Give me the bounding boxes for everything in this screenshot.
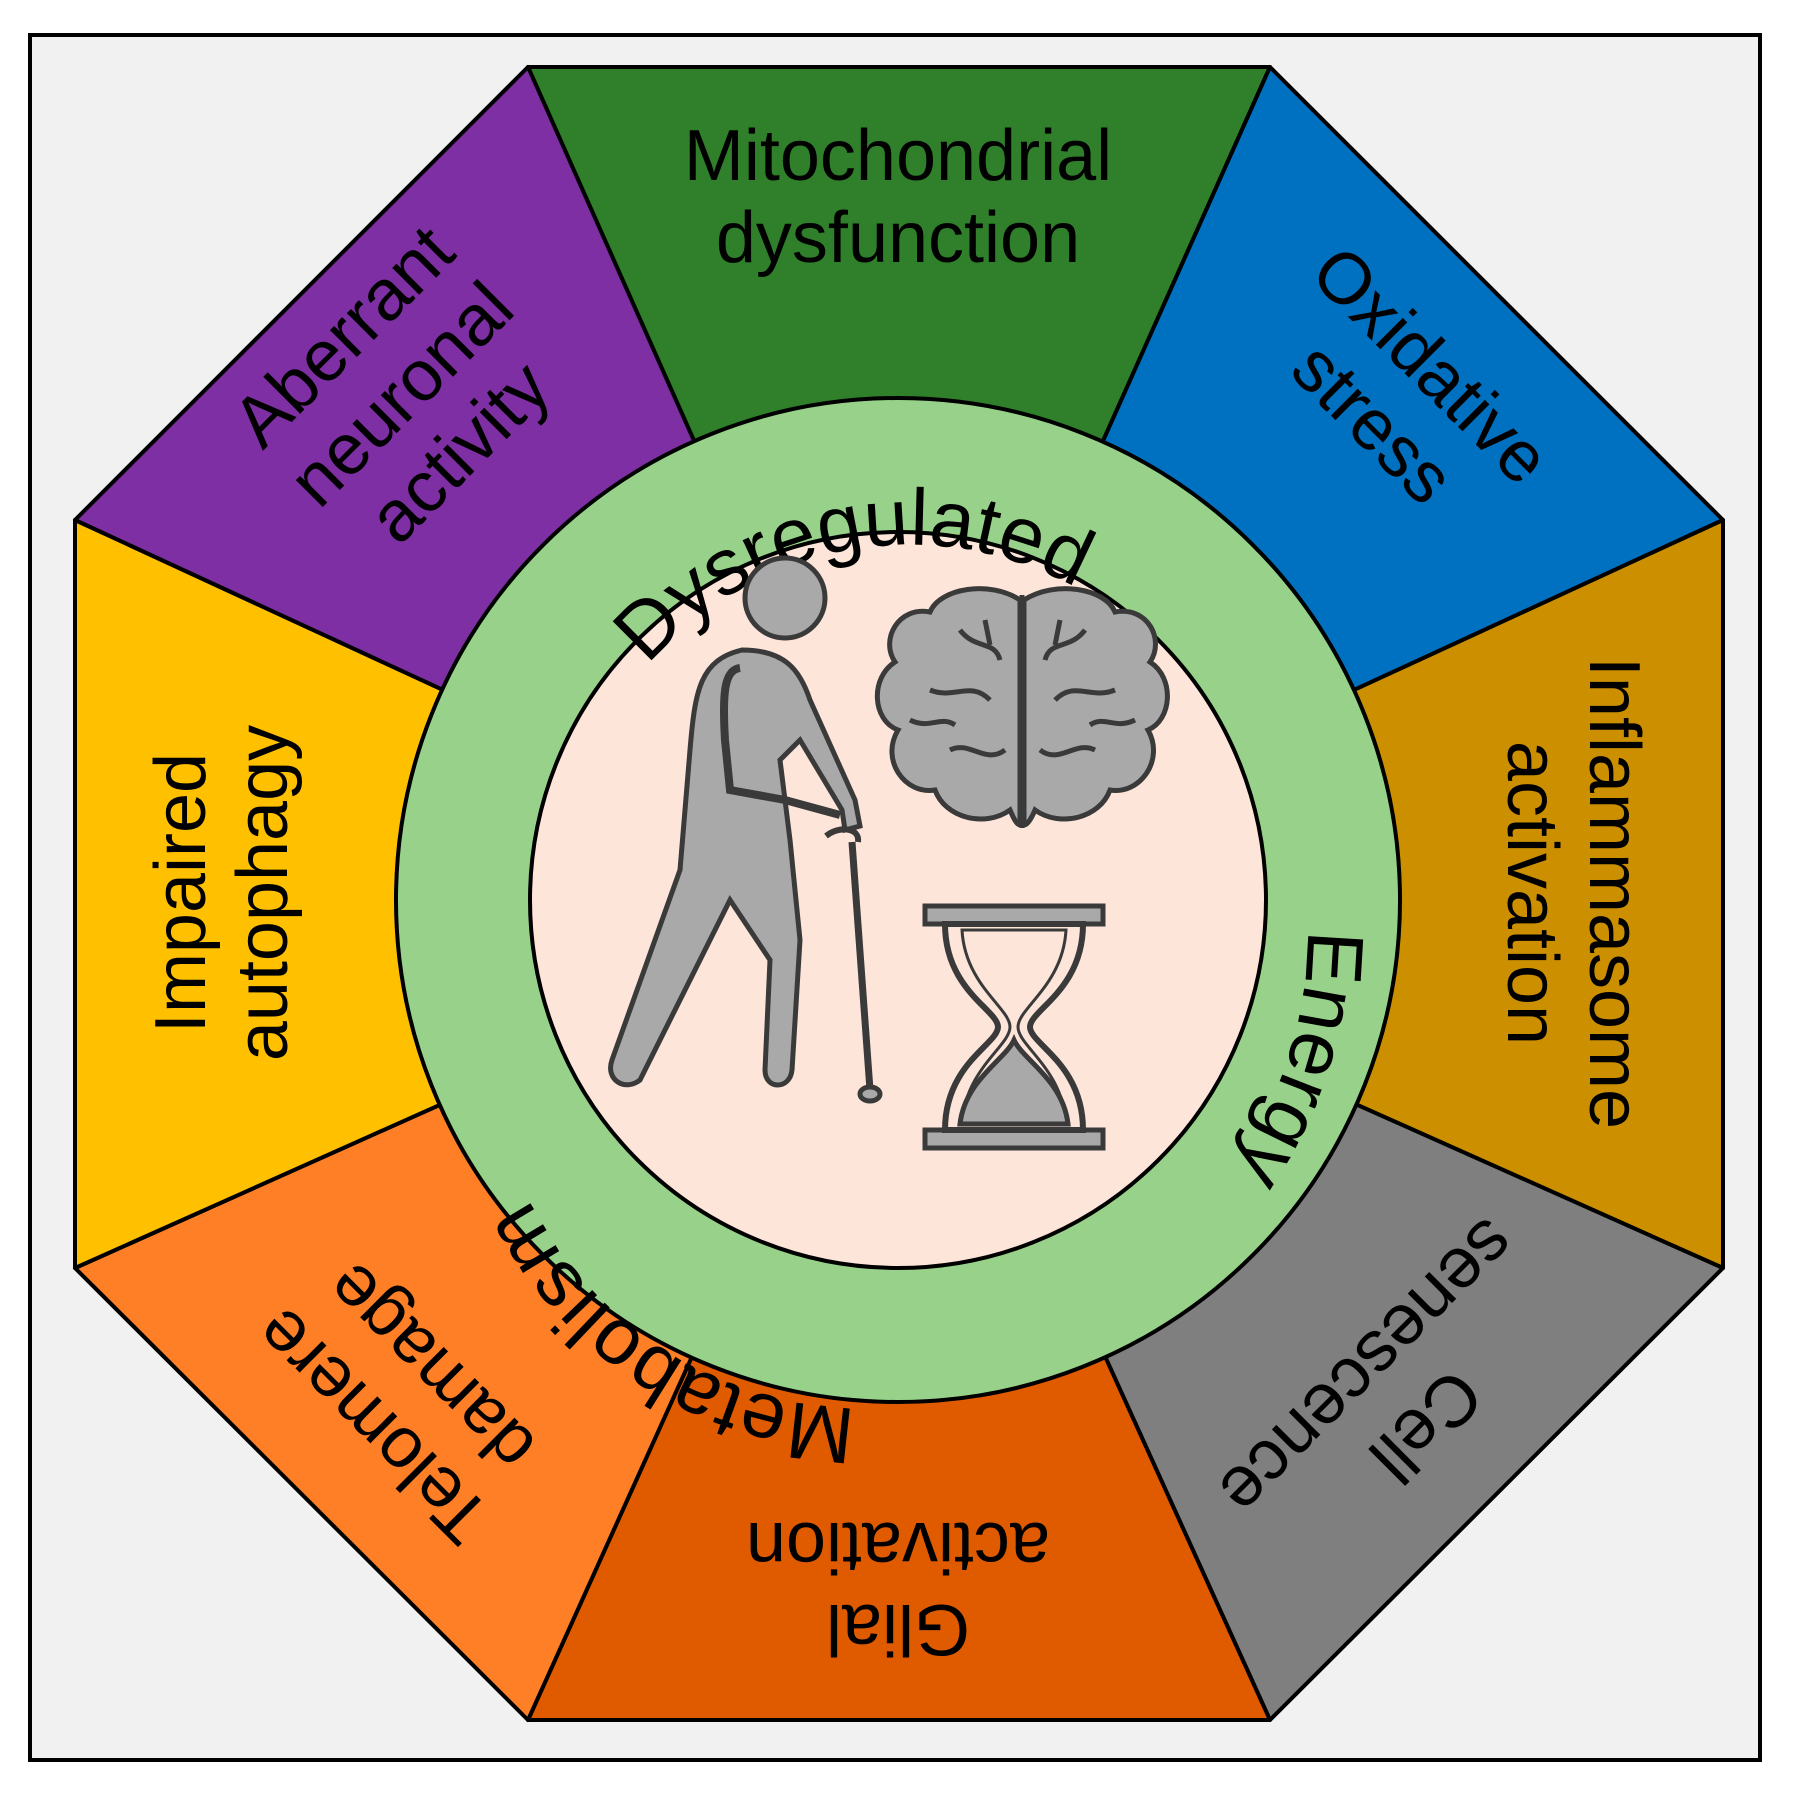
hourglass-icon [922, 903, 1106, 1151]
segment-label-line: Inflammasome [1574, 657, 1654, 1129]
segment-label-line: activation [746, 1507, 1050, 1587]
segment-label-glial: Glialactivation [746, 1507, 1050, 1669]
brain-icon [874, 586, 1170, 828]
segment-label-line: Mitochondrial [684, 116, 1112, 196]
segment-label-inflammasome: Inflammasomeactivation [1492, 657, 1654, 1129]
segment-label-line: autophagy [223, 725, 303, 1061]
segment-label-line: Impaired [141, 753, 221, 1033]
segment-label-autophagy: Impairedautophagy [141, 725, 303, 1061]
elderly-person-with-cane-icon [608, 555, 883, 1104]
segment-label-line: dysfunction [716, 198, 1080, 278]
segment-label-line: activation [1492, 741, 1572, 1045]
segment-label-line: Glial [826, 1589, 970, 1669]
